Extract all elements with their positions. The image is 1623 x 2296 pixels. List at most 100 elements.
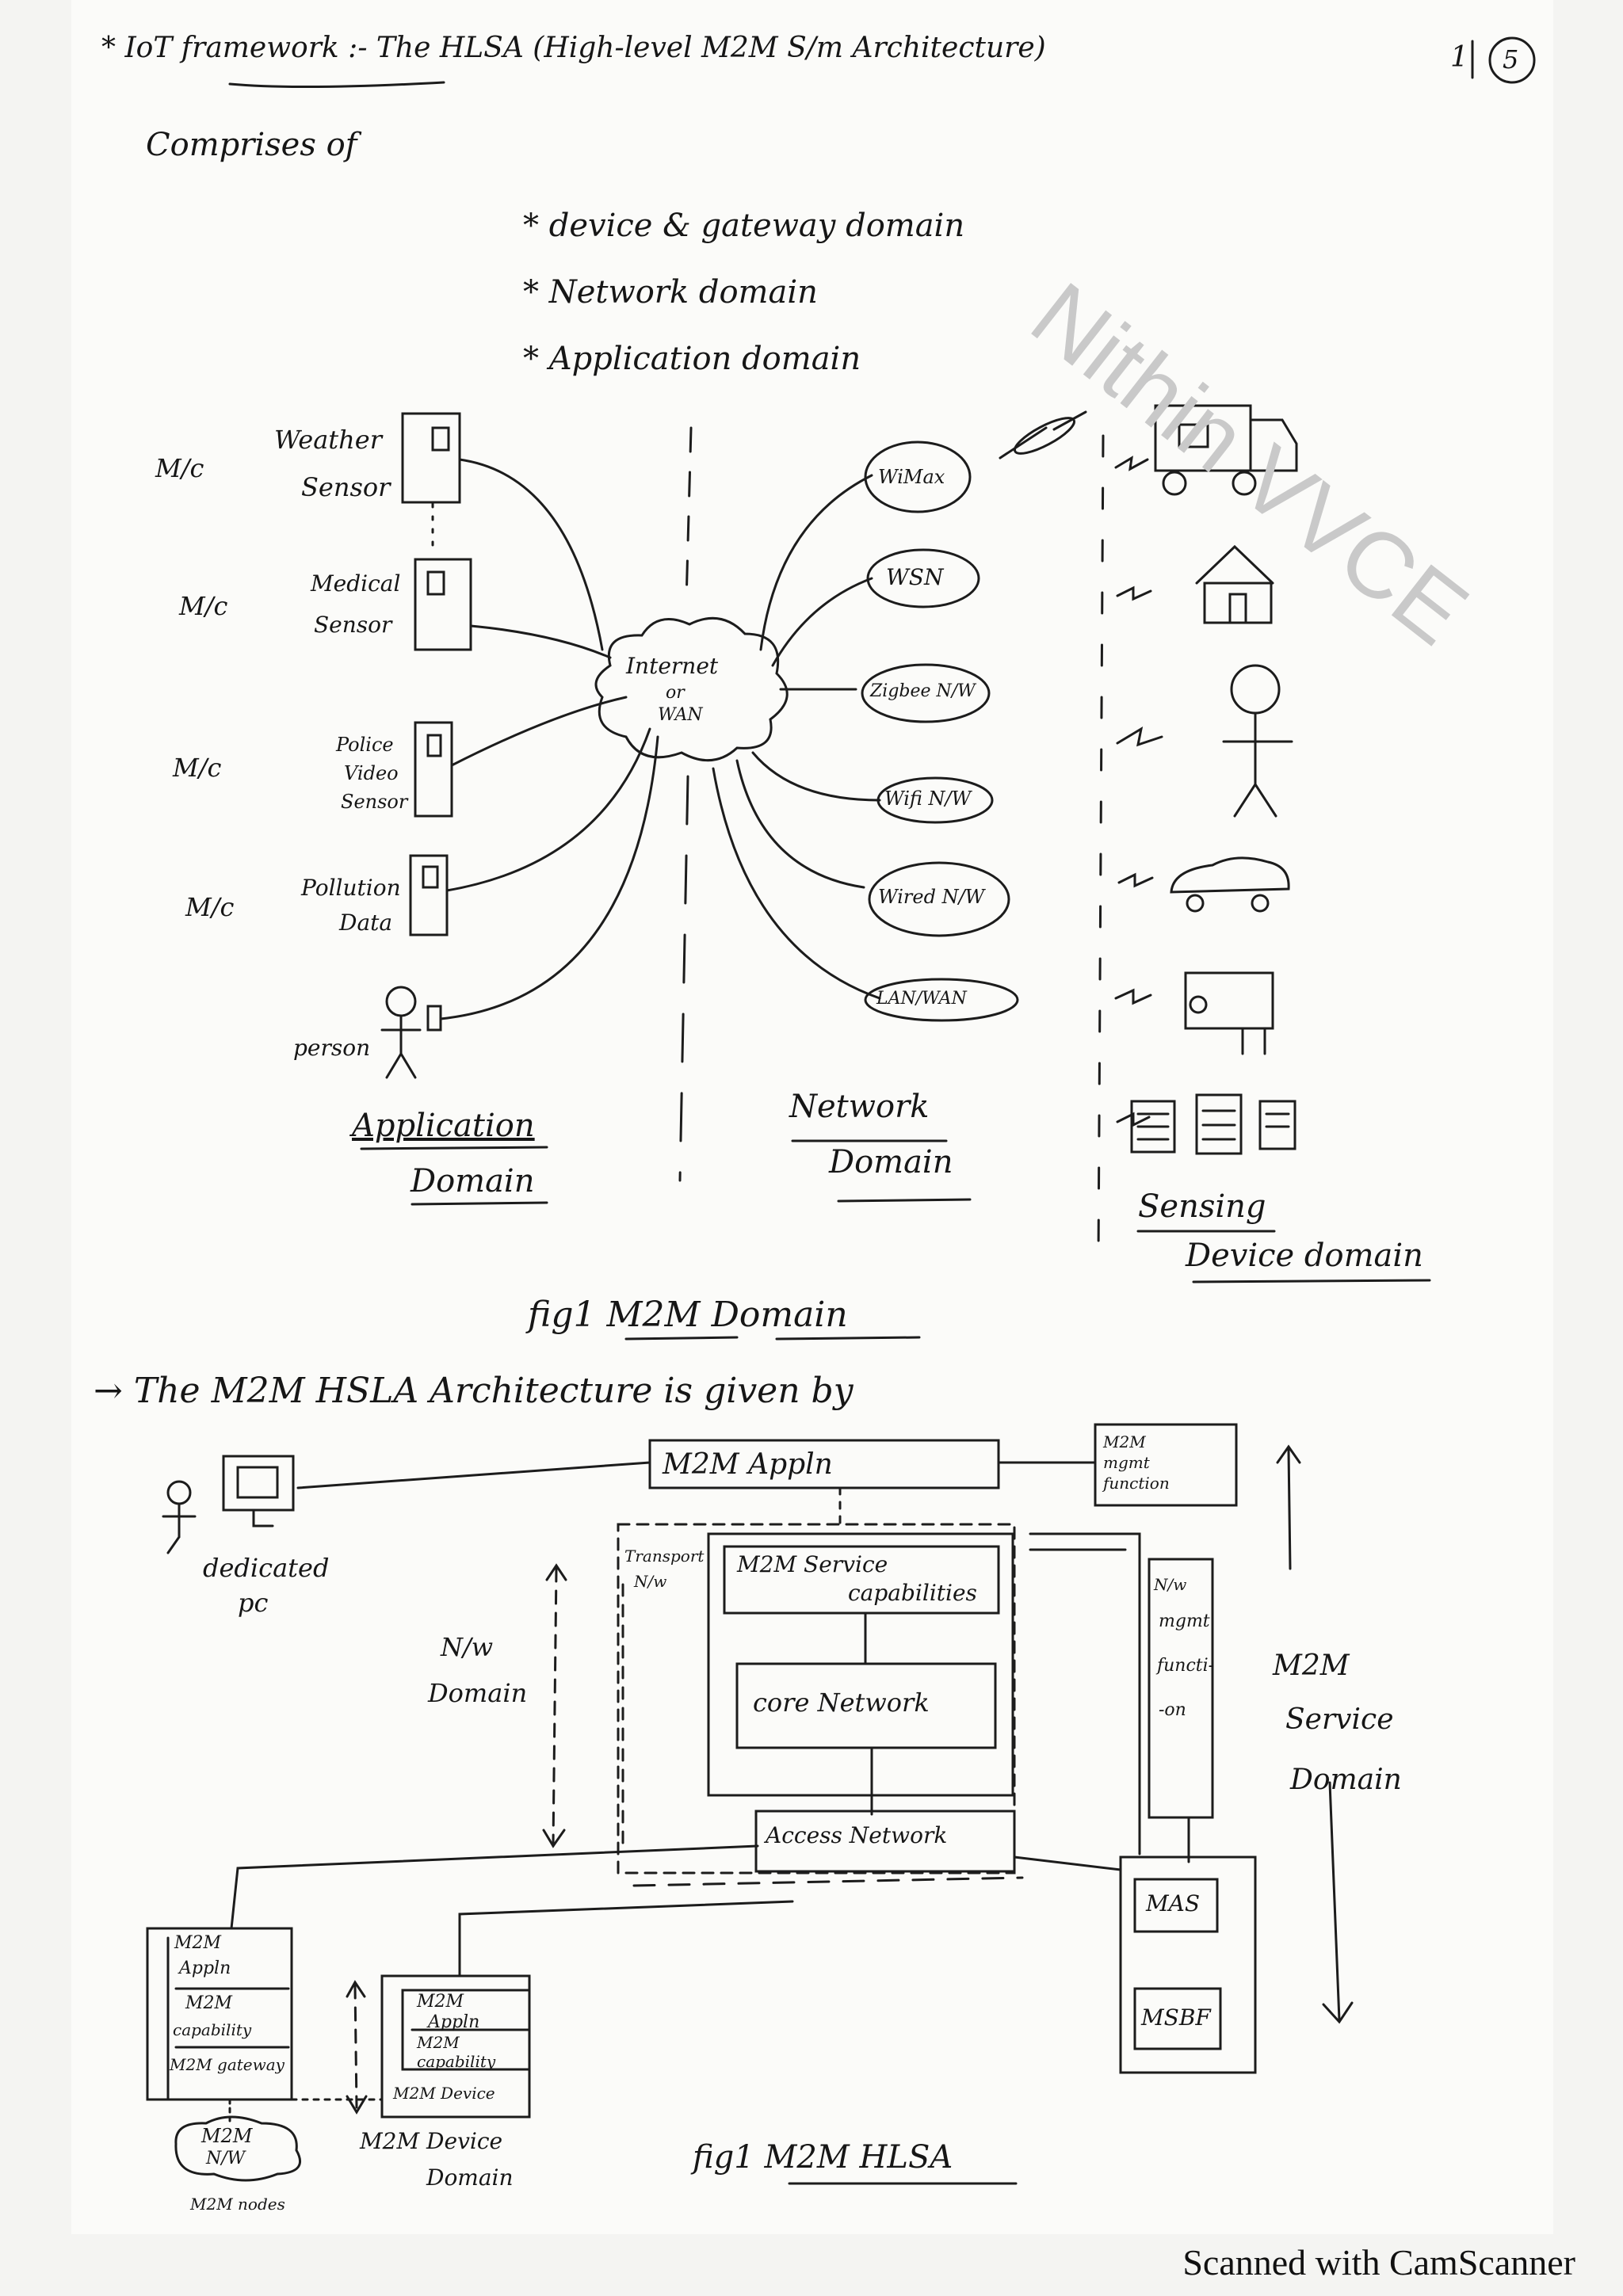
nw-mgmt-label-2: mgmt — [1159, 1611, 1210, 1631]
transport-label-2: N/w — [634, 1572, 667, 1591]
access-network-label: Access Network — [766, 1822, 948, 1848]
medical-sensor-label: Sensor — [314, 612, 392, 638]
gw-box-line-5: M2M gateway — [170, 2055, 285, 2074]
pollution-sensor-box — [409, 854, 449, 936]
msbf-box — [1133, 1987, 1222, 2050]
domain-item-2: * Network domain — [523, 274, 818, 311]
gw-box-line-4: capability — [173, 2020, 252, 2039]
pc-label: pc — [238, 1588, 269, 1618]
pollution-label: Pollution — [301, 875, 401, 901]
dedicated-pc-icon — [162, 1455, 295, 1554]
page-number-prefix: 1 — [1450, 41, 1468, 74]
dev-box-line-1: M2M — [417, 1992, 464, 2012]
page-number: 5 — [1503, 44, 1519, 74]
medical-sensor-box — [414, 558, 472, 651]
dev-box-line-5: M2M Device — [393, 2084, 495, 2103]
fig2-caption: fig1 M2M HLSA — [693, 2139, 953, 2176]
transport-label-1: Transport — [624, 1547, 705, 1566]
wired-oval — [868, 861, 1010, 937]
network-wsn: WSN — [886, 564, 944, 590]
m2m-mgmt-label-1: M2M — [1103, 1432, 1146, 1451]
nw-mgmt-function-box — [1148, 1558, 1214, 1819]
network-wimax: WiMax — [878, 466, 945, 488]
wsn-oval — [866, 548, 980, 608]
m2m-nw-label-2: N/W — [206, 2149, 246, 2168]
gw-box-line-2: Appln — [179, 1958, 231, 1978]
m2m-mgmt-label-3: function — [1103, 1474, 1170, 1493]
m2m-service-capabilities-box — [723, 1545, 1000, 1615]
weather-sensor-box — [401, 412, 461, 504]
network-wired: Wired N/W — [878, 886, 985, 908]
internet-wan-label: WAN — [658, 705, 703, 725]
service-domain-label-2: Service — [1285, 1703, 1394, 1736]
dev-box-line-2: Appln — [428, 2012, 480, 2032]
m2m-appln-box — [648, 1439, 1000, 1489]
page-number-circle — [1488, 36, 1536, 84]
camera-icon — [1184, 971, 1274, 1055]
domain-item-1: * device & gateway domain — [523, 208, 965, 244]
weather-label: Weather — [274, 425, 382, 455]
gw-box-line-1: M2M — [174, 1933, 222, 1953]
nw-mgmt-label-1: N/w — [1154, 1575, 1187, 1594]
service-domain-label-1: M2M — [1273, 1650, 1350, 1682]
machine-label-3: M/c — [173, 753, 222, 783]
nw-domain-label-2: Domain — [428, 1678, 528, 1708]
gw-box-line-3: M2M — [185, 1993, 233, 2013]
m2m-nw-cloud — [174, 2115, 301, 2182]
internet-cloud — [594, 616, 789, 762]
core-network-box — [735, 1662, 997, 1749]
dev-box-line-3: M2M — [417, 2033, 460, 2052]
zigbee-oval — [861, 663, 991, 723]
network-domain-label-1: Network — [789, 1089, 930, 1125]
dedicated-label: dedicated — [203, 1553, 330, 1583]
header-underline — [228, 81, 445, 89]
fig1-caption: fig1 M2M Domain — [528, 1295, 848, 1335]
m2m-nodes-label: M2M nodes — [190, 2195, 285, 2214]
car-icon — [1170, 856, 1290, 913]
service-cap-label-2: capabilities — [848, 1580, 977, 1606]
video-label: Video — [344, 762, 399, 784]
pollution-data-label: Data — [339, 910, 393, 936]
wimax-oval — [864, 441, 972, 513]
m2m-nw-label-1: M2M — [201, 2125, 253, 2147]
network-zigbee: Zigbee N/W — [870, 681, 976, 701]
msbf-label: MSBF — [1141, 2004, 1211, 2031]
device-domain-label-2: Domain — [426, 2164, 514, 2191]
documents-icon — [1130, 1093, 1296, 1155]
sensing-domain-label-1: Sensing — [1138, 1188, 1266, 1225]
medical-label: Medical — [311, 570, 401, 597]
m2m-mgmt-function-box — [1094, 1423, 1238, 1507]
service-domain-inner-box — [707, 1532, 1014, 1797]
service-domain-label-3: Domain — [1290, 1764, 1402, 1796]
person-figure — [380, 986, 442, 1079]
machine-label-2: M/c — [179, 591, 228, 621]
mas-label: MAS — [1146, 1890, 1201, 1917]
scanner-footer: Scanned with CamScanner — [1182, 2242, 1575, 2283]
machine-label-4: M/c — [185, 892, 235, 922]
internet-label: Internet — [626, 653, 719, 679]
m2m-appln-label: M2M Appln — [663, 1448, 833, 1481]
person-sensing-icon — [1222, 664, 1293, 818]
truck-icon — [1154, 404, 1298, 496]
wifi-oval — [876, 776, 994, 824]
m2m-mgmt-label-2: mgmt — [1103, 1453, 1150, 1472]
nw-domain-label-1: N/w — [441, 1632, 494, 1662]
antenna-icon — [999, 410, 1087, 460]
intro-text: Comprises of — [146, 127, 357, 163]
core-network-label: core Network — [753, 1688, 930, 1718]
m2m-gateway-box — [146, 1927, 293, 2101]
house-icon — [1195, 544, 1274, 624]
service-cap-label-1: M2M Service — [737, 1551, 888, 1577]
network-domain-label-2: Domain — [829, 1144, 953, 1180]
nw-mgmt-label-4: -on — [1159, 1700, 1186, 1720]
mas-box — [1133, 1878, 1219, 1933]
access-network-box — [754, 1810, 1016, 1873]
network-wifi: Wifi N/W — [884, 788, 972, 810]
network-lan-wan: LAN/WAN — [876, 989, 967, 1009]
application-domain-label-2: Domain — [411, 1163, 535, 1199]
person-label: person — [293, 1035, 371, 1061]
header-title: * IoT framework :- The HLSA (High-level … — [101, 32, 1046, 64]
domain-item-3: * Application domain — [523, 341, 861, 377]
nw-mgmt-label-3: functi- — [1157, 1656, 1215, 1676]
intro2-text: → The M2M HSLA Architecture is given by — [94, 1371, 854, 1411]
